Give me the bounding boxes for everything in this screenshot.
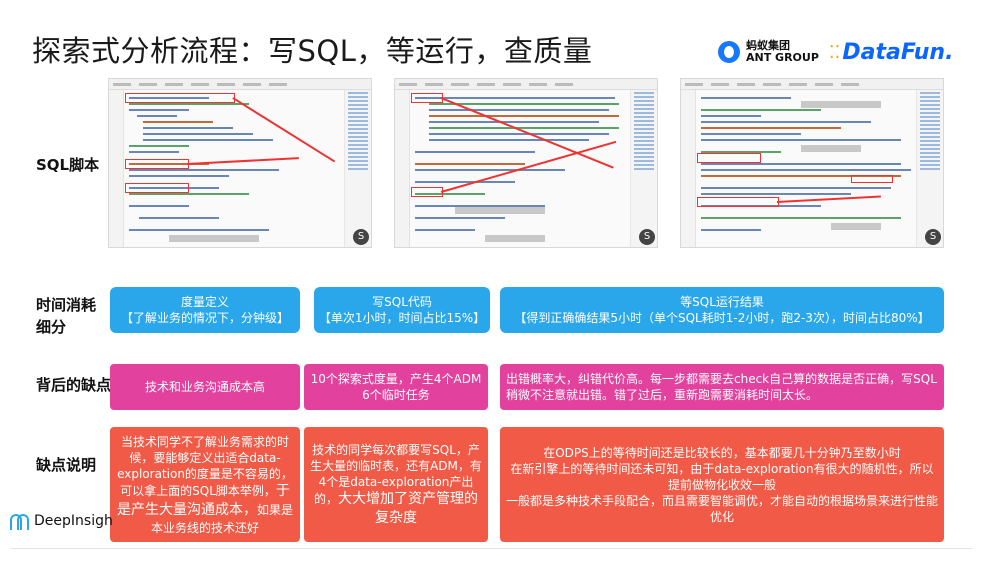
annotation-box [411, 187, 443, 197]
defect-temp-tasks: 10个探索式度量，产生4个ADM 6个临时任务 [304, 364, 488, 410]
explain-tail: 如果是本业务线的技术还好 [150, 502, 293, 535]
explain-asset-management: 技术的同学每次都要写SQL，产生大量的临时表，还有ADM，有4个是data-ex… [304, 427, 488, 542]
deepinsight-logo: DeepInsigh [10, 513, 113, 530]
deepinsight-icon [10, 514, 29, 530]
minimap [630, 90, 657, 247]
stage-metric-definition: 度量定义 【了解业务的情况下，分钟级】 [110, 287, 300, 333]
annotation-box [697, 197, 779, 207]
annotation-arrow [776, 195, 881, 203]
page-title: 探索式分析流程：写SQL，等运行，查质量 [32, 34, 593, 68]
annotation-box [411, 93, 443, 103]
line-gutter [109, 90, 124, 247]
defect-text: 出错概率大，纠错代价高。每一步都需要去check自己算的数据是否正确，写SQL稍… [506, 372, 937, 402]
annotation-arrow [232, 97, 336, 162]
defect-text: 10个探索式度量，产生4个ADM 6个临时任务 [310, 372, 482, 402]
defect-error-prone: 出错概率大，纠错代价高。每一步都需要去check自己算的数据是否正确，写SQL稍… [500, 364, 944, 410]
defect-text: 技术和业务沟通成本高 [144, 380, 265, 394]
annotation-box [125, 159, 189, 169]
datafun-logo: DataFun. [842, 39, 954, 65]
stage-write-sql: 写SQL代码 【单次1小时，时间占比15%】 [314, 287, 490, 333]
annotation-box [697, 153, 761, 163]
explain-line-1: 在ODPS上的等待时间还是比较长的，基本都要几十分钟乃至数小时 [543, 445, 901, 460]
ant-group-cn: 蚂蚁集团 [746, 39, 790, 52]
stage-title: 等SQL运行结果 [680, 295, 764, 309]
row-label-time: 时间消耗细分 [36, 296, 97, 336]
stage-title: 写SQL代码 [372, 295, 432, 309]
sql-screenshot-1: S [108, 78, 372, 248]
ant-group-logo-text: 蚂蚁集团 ANT GROUP [746, 40, 819, 64]
explain-normal: 技术的同学每次都要写SQL，产生大量的临时表，还有ADM，有4个是data-ex… [310, 442, 482, 506]
editor-toolbar [681, 79, 943, 90]
annotation-box [851, 175, 893, 183]
logo-bar: 蚂蚁集团 ANT GROUP ⁚⁚ DataFun. [718, 30, 953, 74]
sql-screenshot-3: S [680, 78, 944, 248]
annotation-box [125, 93, 235, 103]
explain-waiting-time: 在ODPS上的等待时间还是比较长的，基本都要几十分钟乃至数小时 在新引擎上的等待… [500, 427, 944, 542]
stage-wait-sql: 等SQL运行结果 【得到正确确结果5小时（单个SQL耗时1-2小时，跑2-3次）… [500, 287, 944, 333]
ant-group-en: ANT GROUP [746, 51, 819, 64]
explain-text: 当技术同学不了解业务需求的时候，要能够定义出适合data-exploration… [116, 434, 294, 536]
row-label-defects: 背后的缺点 [36, 376, 112, 394]
divider [10, 548, 972, 549]
row-label-sql: SQL脚本 [36, 156, 100, 174]
minimap [344, 90, 371, 247]
explain-text: 技术的同学每次都要写SQL，产生大量的临时表，还有ADM，有4个是data-ex… [310, 442, 482, 528]
explain-emphasis: 大大增加了资产管理的复杂度 [338, 490, 478, 526]
stage-detail: 【得到正确确结果5小时（单个SQL耗时1-2小时，跑2-3次），时间占比80%】 [514, 311, 930, 325]
annotation-arrow [186, 157, 299, 165]
ant-group-logo-icon [718, 41, 740, 63]
stage-detail: 【了解业务的情况下，分钟级】 [120, 311, 289, 325]
editor-toolbar [395, 79, 657, 90]
datafun-dots-icon: ⁚⁚ [828, 41, 841, 63]
stage-title: 度量定义 [180, 295, 229, 309]
editor-toolbar [109, 79, 371, 90]
explain-normal: 当技术同学不了解业务需求的时候，要能够定义出适合data-exploration… [117, 434, 293, 498]
defect-communication: 技术和业务沟通成本高 [110, 364, 300, 410]
explain-communication: 当技术同学不了解业务需求的时候，要能够定义出适合data-exploration… [110, 427, 300, 542]
stage-detail: 【单次1小时，时间占比15%】 [318, 311, 486, 325]
avatar: S [925, 229, 941, 245]
avatar: S [353, 229, 369, 245]
avatar: S [639, 229, 655, 245]
minimap [916, 90, 943, 247]
deepinsight-text: DeepInsigh [34, 513, 113, 529]
line-gutter [395, 90, 410, 247]
line-gutter [681, 90, 696, 247]
explain-line-2: 在新引擎上的等待时间还未可知，由于data-exploration有很大的随机性… [510, 461, 934, 492]
explain-line-3: 一般都是多种技术手段配合，而且需要智能调优，才能自动的根据场景来进行性能优化 [506, 493, 939, 524]
explain-emphasis: 于是产生大量沟通成本， [116, 482, 290, 518]
row-label-explain: 缺点说明 [36, 456, 97, 474]
sql-screenshot-2: S [394, 78, 658, 248]
annotation-box [125, 183, 189, 193]
annotation-arrow [440, 140, 617, 193]
